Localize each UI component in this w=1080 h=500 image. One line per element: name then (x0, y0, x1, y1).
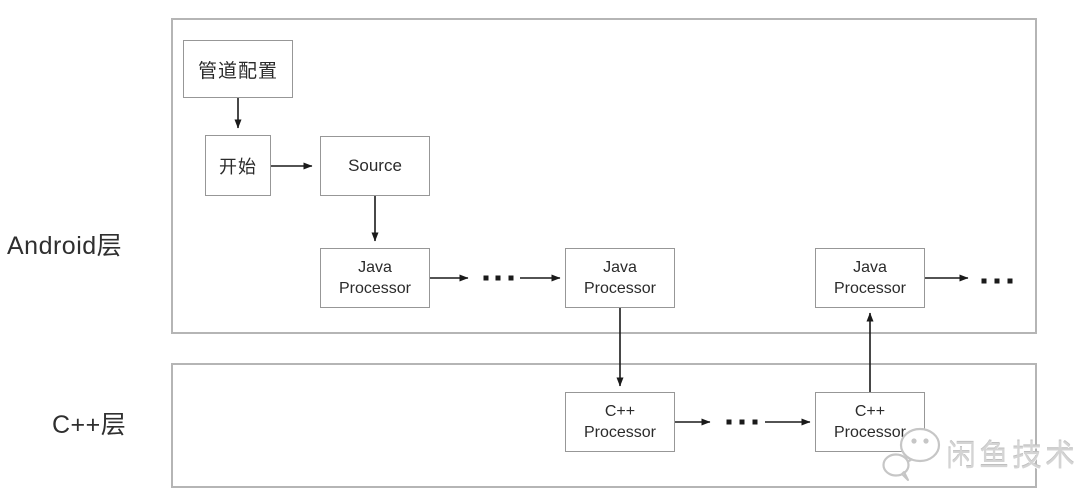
node-java-processor-3: Java Processor (815, 248, 925, 308)
node-java-processor-2: Java Processor (565, 248, 675, 308)
node-source: Source (320, 136, 430, 196)
watermark: 闲鱼技术 (880, 424, 1078, 482)
wechat-icon (882, 427, 941, 481)
watermark-text: 闲鱼技术 (946, 440, 1078, 473)
node-pipeline-config: 管道配置 (183, 40, 293, 98)
cpp-layer-label: C++层 (52, 411, 127, 439)
android-layer-label: Android层 (7, 232, 123, 260)
node-cpp-processor-1: C++ Processor (565, 392, 675, 452)
node-java-processor-1: Java Processor (320, 248, 430, 308)
node-start: 开始 (205, 135, 271, 196)
